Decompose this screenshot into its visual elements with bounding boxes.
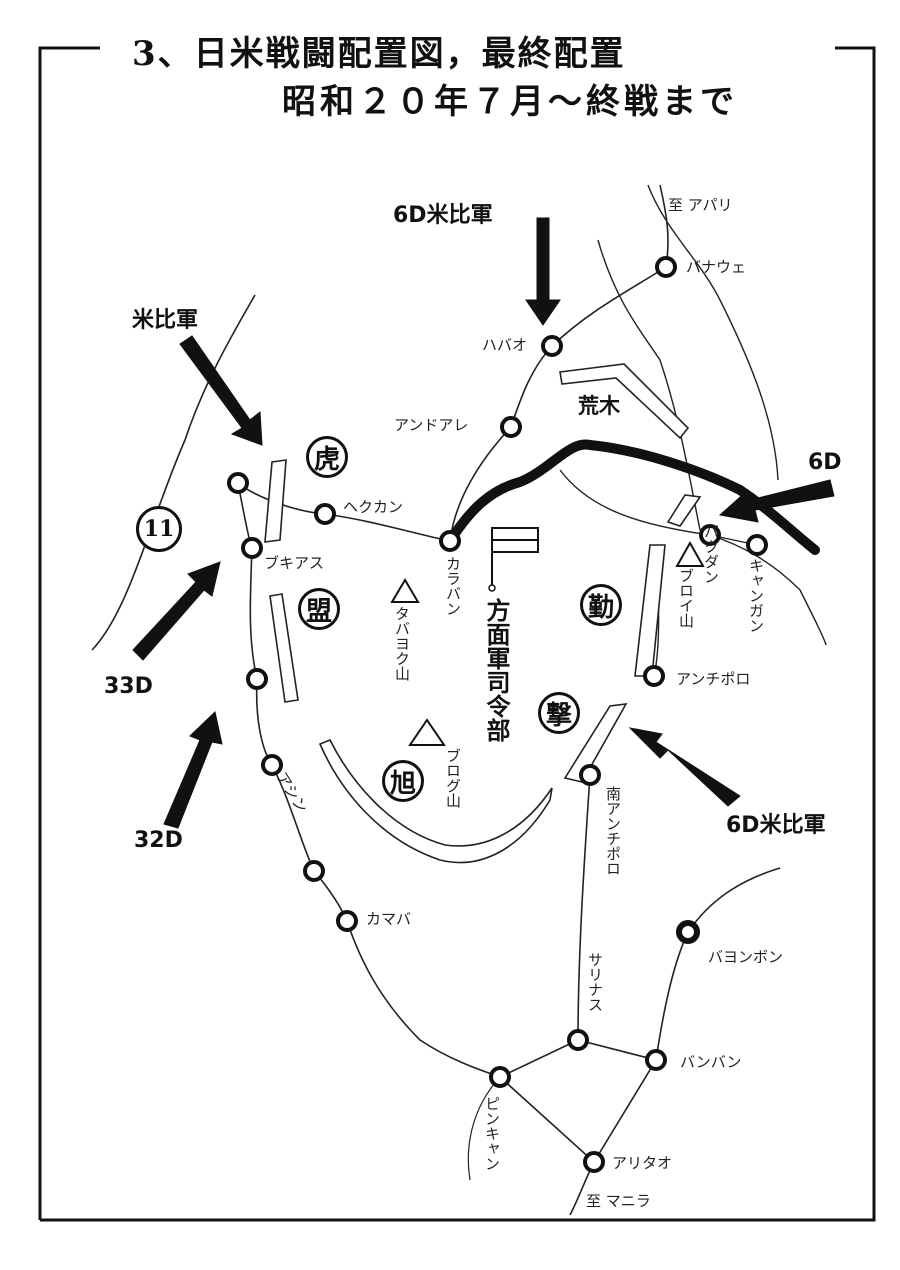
road-south [577,774,591,1041]
unit-geki: 撃 [538,692,580,734]
place-minami-antipolo: 南アンチポロ [604,786,622,876]
place-bambang: バンバン [680,1053,742,1071]
road-east [559,469,827,646]
river-west [91,294,256,651]
road-north [449,184,669,542]
place-habao: ハバオ [482,336,528,354]
place-to-aparri: 至 アパリ [668,196,733,214]
place-bakudan: バクダン [702,524,720,584]
place-salinas: サリナス [586,952,604,1012]
place-bukias: ブキアス [264,554,325,572]
town-markers [227,256,768,1173]
defense-lines [264,363,702,864]
place-kiangan: キャンガン [747,558,765,633]
mountains [390,540,705,746]
mountain-burogu-label: ブログ山 [444,748,462,808]
road-triangle [499,1039,658,1164]
mountain-tabaiyoku-label: タバヨク山 [393,606,411,681]
unit-araki-label: 荒木 [578,394,620,418]
unit-tora: 虎 [306,436,348,478]
mountain-buroi-label: ブロイ山 [677,568,695,628]
hq-label: 方面軍司令部 [482,598,510,742]
river-east [647,184,779,481]
river-north [597,239,701,531]
frame [38,46,876,1222]
map-title: 3、日米戦闘配置図，最終配置 [132,34,626,74]
force-6d-north-label: 6D米比軍 [393,203,493,228]
place-aritao: アリタオ [612,1154,673,1172]
road-pinkian [467,1076,501,1181]
place-banaue: バナウェ [686,258,747,276]
hq-flag [488,527,539,592]
force-6d-east-label: 6D [808,450,842,475]
place-to-manila: 至 マニラ [586,1192,651,1210]
force-6d-south-label: 6D米比軍 [726,813,826,838]
force-32d-label: 32D [134,828,183,853]
place-karaban: カラバン [444,556,462,616]
force-33d-label: 33D [104,674,153,699]
place-andoare: アンドアレ [394,416,469,434]
unit-asahi: 旭 [382,760,424,802]
map-subtitle: 昭和２０年７月～終戦まで [282,82,738,122]
place-bayombong: バヨンボン [708,948,784,966]
unit-mei: 盟 [298,588,340,630]
place-hekuan: ヘクカン [343,498,404,516]
unit-kin: 勤 [580,584,622,626]
place-kamaba: カマバ [366,910,412,928]
road-west [237,482,501,1078]
arrows [132,217,835,829]
place-antipolo: アンチポロ [676,670,751,688]
place-pinkian: ピンキャン [483,1096,501,1171]
unit-div-11: 11 [136,506,182,552]
force-us-west-label: 米比軍 [132,308,199,333]
